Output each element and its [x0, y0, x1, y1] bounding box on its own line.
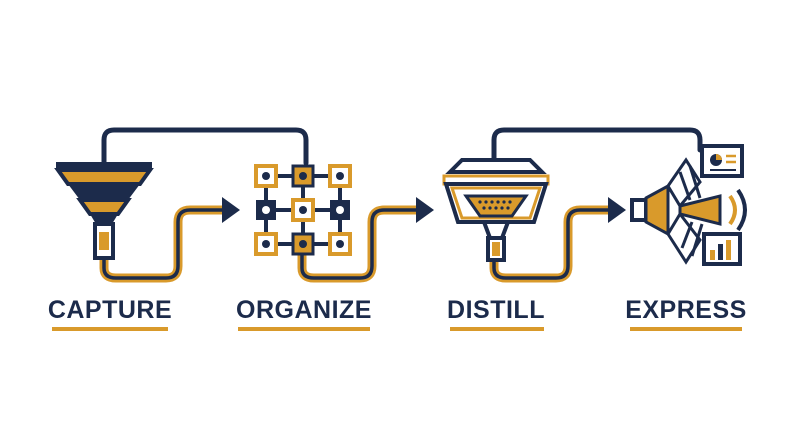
step-underline [630, 327, 742, 331]
step-underline [52, 327, 168, 331]
megaphone-presentation-icon [630, 144, 747, 266]
connector-top-1-2 [101, 127, 309, 166]
grid-network-icon [254, 164, 352, 256]
funnel-icon [54, 162, 154, 260]
step-underline [238, 327, 370, 331]
step-underline [450, 327, 544, 331]
arrowhead-icon [222, 197, 240, 223]
connector-arrow-1-2 [99, 197, 240, 283]
arrowhead-icon [608, 197, 626, 223]
filter-press-icon [442, 158, 550, 262]
step-label-express: EXPRESS [625, 296, 747, 324]
step-label-organize: ORGANIZE [236, 296, 372, 324]
arrowhead-icon [416, 197, 434, 223]
connector-arrow-3-4 [489, 197, 626, 283]
step-label-distill: DISTILL [447, 296, 545, 324]
step-label-capture: CAPTURE [47, 296, 173, 324]
connector-arrow-2-3 [297, 197, 434, 283]
connector-top-3-4 [491, 127, 703, 166]
